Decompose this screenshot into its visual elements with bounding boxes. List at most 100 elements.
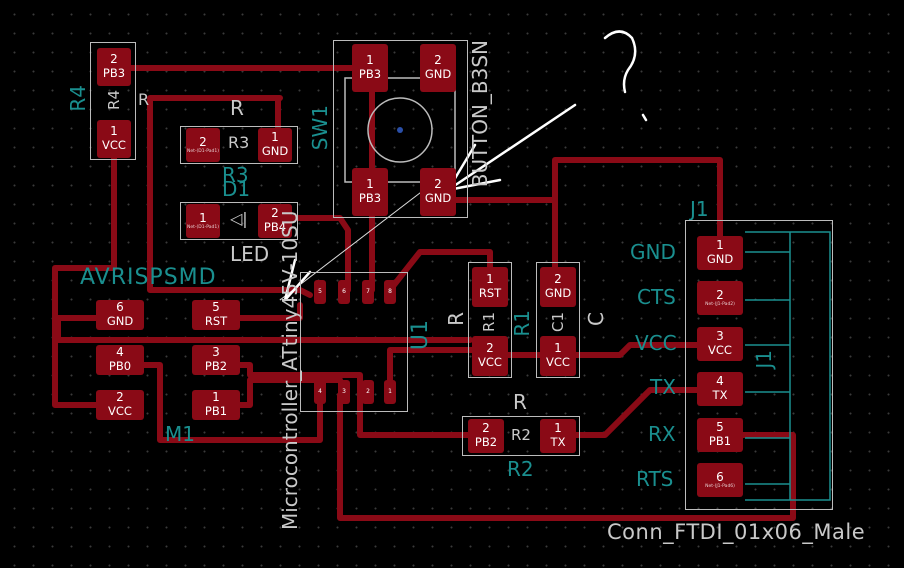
u1-value-label: Microcontroller_ATtiny45V-10SU [278,210,302,530]
u1-courtyard [300,272,408,412]
trace-pb2 [217,362,493,438]
pad-net: TX [550,435,566,450]
pad-net: VCC [108,404,132,419]
pad-num: 6 [342,287,346,295]
u1-pin-1[interactable]: 1 [384,380,396,404]
r2-value-label: R [513,390,527,414]
pad-num: 1 [554,341,562,356]
sw1-courtyard [333,40,468,218]
pad-net: PB3 [102,66,126,81]
j1-courtyard [685,220,833,510]
r1-silk-ref: R1 [510,310,534,337]
pad-num: 2 [434,177,442,192]
pad-net: GND [706,252,734,267]
hand-question-curve [603,30,637,94]
pad-net: Net-(D1-Pad1) [187,225,219,231]
j1-silk-ref-side: J1 [752,350,776,369]
pad-num: 5 [716,420,724,435]
trace-pb1 [337,392,796,521]
c1-courtyard [536,262,580,378]
sw1-center-dot [397,127,403,133]
r4-fab-value: R4 [105,90,123,110]
trace-gnd-m1 [55,315,473,343]
pad-net: PB2 [474,435,498,450]
r3-fab-value: R3 [228,133,250,152]
j1-label-rts: RTS [636,467,674,491]
pad-net: Net-(J1-Pad6) [705,484,735,490]
pad-num: 5 [212,300,220,315]
j1-label-gnd: GND [630,240,676,264]
u1-pin-4[interactable]: 4 [314,380,326,404]
pad-num: 1 [271,130,279,145]
pad-net: VCC [708,343,732,358]
pad-net: GND [544,286,572,301]
sw1-button-outline [367,97,433,163]
pad-net: GND [261,144,289,159]
pad-net: GND [424,67,452,82]
pad-num: 2 [482,421,490,436]
trace-vcc-left [52,137,121,408]
r1-fab-ref: R1 [480,312,498,332]
trace-pb4 [275,215,351,293]
pad-num: 3 [342,387,346,395]
pad-net: RST [204,314,228,329]
sw1-silk-ref: SW1 [308,105,332,151]
pad-num: 2 [366,387,370,395]
pad-num: 2 [716,287,724,302]
d1-silk-ref: D1 [222,177,251,201]
pad-num: 1 [110,124,118,139]
pad-num: 7 [366,287,370,295]
pad-num: 1 [486,272,494,287]
pad-num: 6 [716,469,724,484]
u1-pin-2[interactable]: 2 [362,380,374,404]
pad-net: Net-(D1-Pad1) [187,149,219,155]
u1-pin-3[interactable]: 3 [338,380,350,404]
c1-fab-ref: C1 [549,312,567,333]
pad-num: 1 [388,387,392,395]
r1-value-label: R [444,312,468,326]
u1-pin-8[interactable]: 8 [384,280,396,304]
j1-label-vcc: VCC [635,331,677,355]
u1-pin-7[interactable]: 7 [362,280,374,304]
pad-net: TX [712,388,728,403]
pad-num: 1 [199,210,207,225]
u1-pin-6[interactable]: 6 [338,280,350,304]
pad-num: 2 [110,52,118,67]
u1-pin-5[interactable]: 5 [314,280,326,304]
pad-num: 2 [116,390,124,405]
pad-net: VCC [546,355,570,370]
d1-value-label: LED [230,242,270,266]
trace-pb0 [115,362,323,443]
m1-silk-ref: M1 [165,422,195,446]
pad-num: 5 [318,287,322,295]
